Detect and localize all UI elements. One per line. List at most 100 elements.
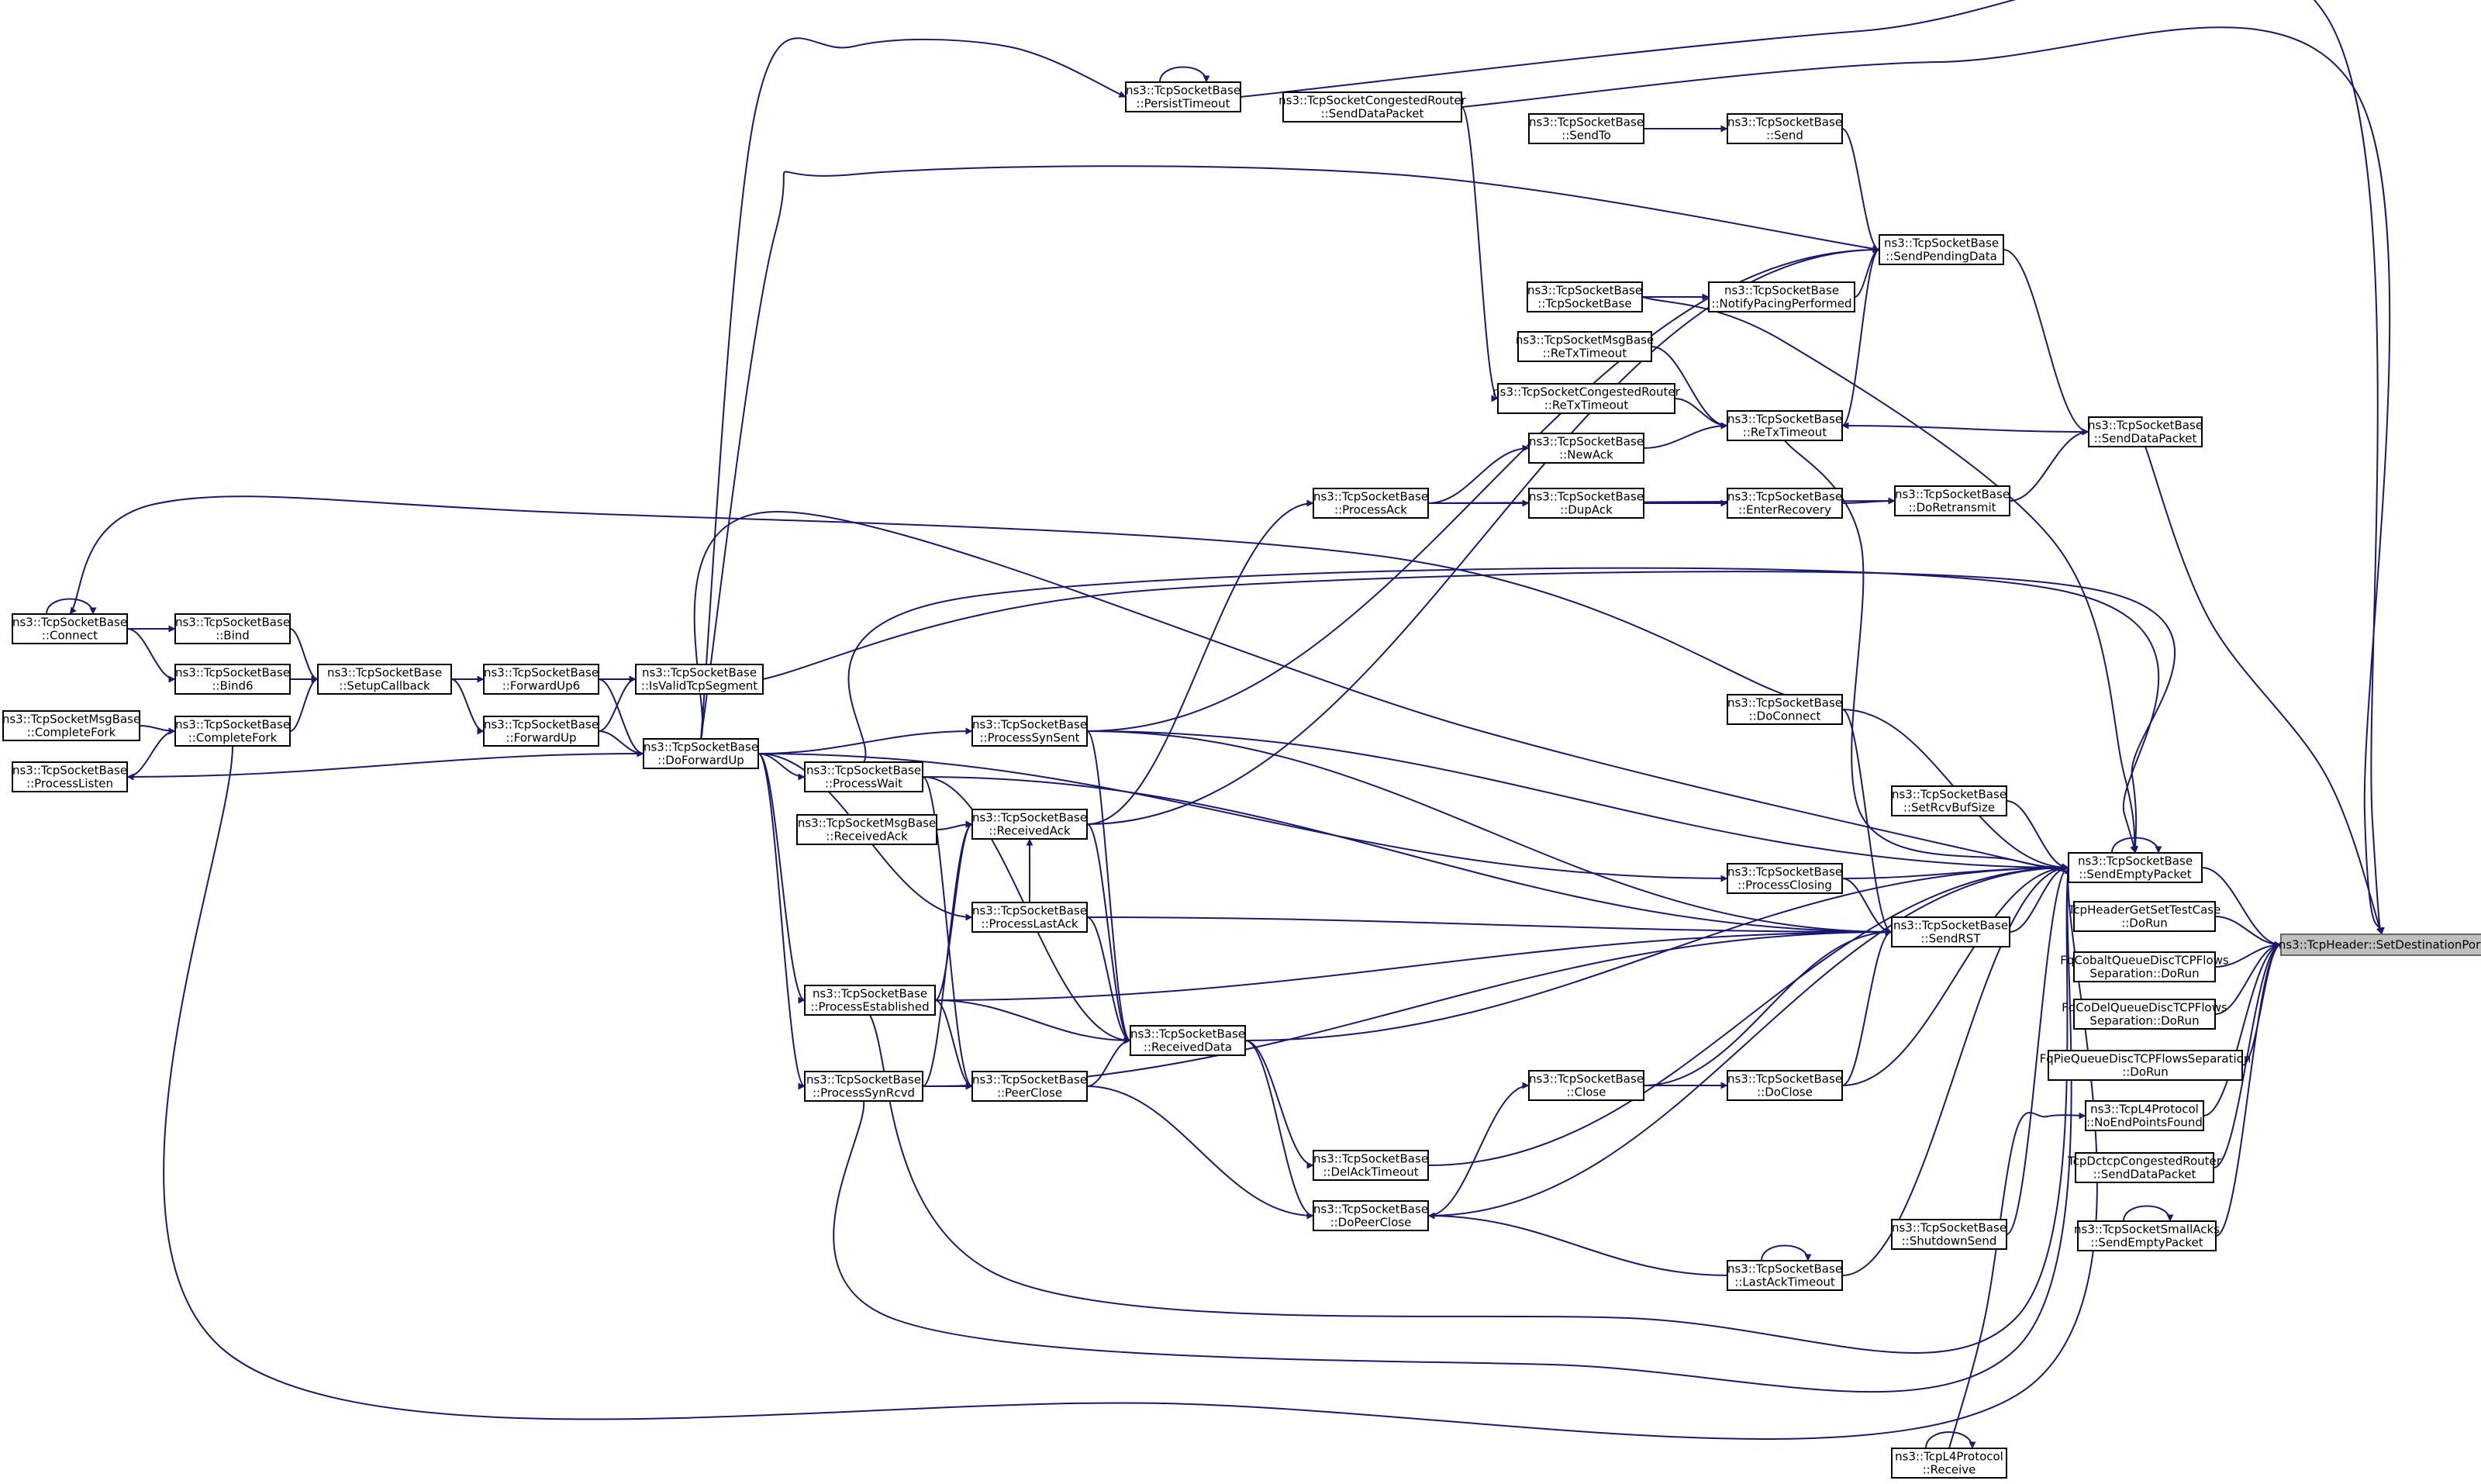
node-box-noendpoints[interactable] [2085,1100,2204,1131]
node-receivedack[interactable]: ns3::TcpSocketBase::ReceivedAck [971,809,1088,840]
node-sendpendingdata[interactable]: ns3::TcpSocketBase::SendPendingData [1879,234,2004,265]
node-box-delacktimeout[interactable] [1313,1150,1429,1181]
node-processsynrcvd[interactable]: ns3::TcpSocketBase::ProcessSynRcvd [804,1071,923,1102]
node-box-isvalidtcpsegment[interactable] [635,664,764,695]
node-peerclose[interactable]: ns3::TcpSocketBase::PeerClose [971,1071,1088,1102]
node-processclosing[interactable]: ns3::TcpSocketBase::ProcessClosing [1727,863,1843,894]
node-box-lastacktimeout[interactable] [1727,1260,1843,1291]
node-box-congested_retx[interactable] [1497,383,1675,414]
node-box-processsynrcvd[interactable] [804,1071,923,1102]
node-box-send[interactable] [1727,113,1843,144]
node-box-enterrecovery[interactable] [1727,488,1843,519]
node-box-shutdownsend[interactable] [1891,1219,2007,1250]
node-box-doconnect[interactable] [1727,694,1843,725]
node-receiveddata[interactable]: ns3::TcpSocketBase::ReceivedData [1130,1025,1246,1056]
node-box-persisttimeout[interactable] [1125,81,1241,112]
node-box-fqpie_dorun[interactable] [2048,1050,2243,1081]
node-box-processack[interactable] [1313,488,1429,519]
node-delacktimeout[interactable]: ns3::TcpSocketBase::DelAckTimeout [1313,1150,1429,1181]
node-box-receiveddata[interactable] [1130,1025,1246,1056]
node-sendemptypacket[interactable]: ns3::TcpSocketBase::SendEmptyPacket [2068,852,2203,883]
node-msg_completefork[interactable]: ns3::TcpSocketMsgBase::CompleteFork [2,710,140,741]
node-box-close[interactable] [1528,1070,1644,1101]
node-newack[interactable]: ns3::TcpSocketBase::NewAck [1528,433,1644,464]
node-box-msg_receivedack[interactable] [796,814,937,845]
node-dopeerclose[interactable]: ns3::TcpSocketBase::DoPeerClose [1313,1200,1429,1231]
node-notifypacing[interactable]: ns3::TcpSocketBase::NotifyPacingPerforme… [1708,281,1855,312]
node-box-doclose[interactable] [1727,1070,1843,1101]
node-msg_receivedack[interactable]: ns3::TcpSocketMsgBase::ReceivedAck [796,814,937,845]
node-fqcodel_dorun[interactable]: FqCoDelQueueDiscTCPFlowsSeparation::DoRu… [2062,999,2227,1030]
node-dctcp_senddata[interactable]: TcpDctcpCongestedRouter::SendDataPacket [2067,1152,2222,1183]
node-box-l4_receive[interactable] [1891,1448,2007,1479]
node-box-bind6[interactable] [174,664,291,695]
node-forwardup[interactable]: ns3::TcpSocketBase::ForwardUp [483,716,599,747]
node-processlisten[interactable]: ns3::TcpSocketBase::ProcessListen [12,761,128,792]
node-retxtimeout[interactable]: ns3::TcpSocketBase::ReTxTimeout [1727,410,1843,441]
node-box-completefork[interactable] [174,716,291,747]
node-box-notifypacing[interactable] [1708,281,1855,312]
node-noendpoints[interactable]: ns3::TcpL4Protocol::NoEndPointsFound [2085,1100,2204,1131]
node-box-receivedack[interactable] [971,809,1088,840]
node-smallacks_sendempty[interactable]: ns3::TcpSocketSmallAcks::SendEmptyPacket [2074,1220,2220,1251]
node-enterrecovery[interactable]: ns3::TcpSocketBase::EnterRecovery [1727,488,1843,519]
node-box-processclosing[interactable] [1727,863,1843,894]
node-setdestport[interactable]: ns3::TcpHeader::SetDestinationPort [2279,934,2481,956]
node-box-dctcp_senddata[interactable] [2075,1152,2214,1183]
node-bind[interactable]: ns3::TcpSocketBase::Bind [174,613,291,644]
node-processestablished[interactable]: ns3::TcpSocketBase::ProcessEstablished [804,985,936,1016]
node-box-msg_retx[interactable] [1517,331,1652,362]
node-box-setupcallback[interactable] [317,664,452,695]
node-box-tcpsocketbase_ctor[interactable] [1527,281,1643,312]
node-box-newack[interactable] [1528,433,1644,464]
node-setrcvbufsize[interactable]: ns3::TcpSocketBase::SetRcvBufSize [1891,785,2007,816]
node-dupack[interactable]: ns3::TcpSocketBase::DupAck [1528,488,1644,519]
node-lastacktimeout[interactable]: ns3::TcpSocketBase::LastAckTimeout [1727,1260,1843,1291]
node-congested_senddata[interactable]: ns3::TcpSocketCongestedRouter::SendDataP… [1278,91,1467,123]
node-box-sendemptypacket[interactable] [2068,852,2203,883]
node-processlastack[interactable]: ns3::TcpSocketBase::ProcessLastAck [971,902,1088,933]
node-box-smallacks_sendempty[interactable] [2077,1220,2217,1251]
node-isvalidtcpsegment[interactable]: ns3::TcpSocketBase::IsValidTcpSegment [635,664,764,695]
node-box-retxtimeout[interactable] [1727,410,1843,441]
node-processsynsent[interactable]: ns3::TcpSocketBase::ProcessSynSent [971,716,1088,747]
node-box-processlastack[interactable] [971,902,1088,933]
node-box-sendpendingdata[interactable] [1879,234,2004,265]
node-box-setrcvbufsize[interactable] [1891,785,2007,816]
node-box-forwardup6[interactable] [483,664,599,695]
node-senddatapacket[interactable]: ns3::TcpSocketBase::SendDataPacket [2088,416,2203,447]
node-box-processestablished[interactable] [804,985,936,1016]
node-msg_retx[interactable]: ns3::TcpSocketMsgBase::ReTxTimeout [1516,331,1654,362]
node-box-forwardup[interactable] [483,716,599,747]
node-send[interactable]: ns3::TcpSocketBase::Send [1727,113,1843,144]
node-setupcallback[interactable]: ns3::TcpSocketBase::SetupCallback [317,664,452,695]
node-congested_retx[interactable]: ns3::TcpSocketCongestedRouter::ReTxTimeo… [1492,383,1681,414]
node-box-bind[interactable] [174,613,291,644]
node-sendrst[interactable]: ns3::TcpSocketBase::SendRST [1891,916,2010,947]
node-box-dupack[interactable] [1528,488,1644,519]
node-doconnect[interactable]: ns3::TcpSocketBase::DoConnect [1727,694,1843,725]
node-box-processwait[interactable] [804,761,923,792]
node-box-senddatapacket[interactable] [2088,416,2203,447]
node-box-peerclose[interactable] [971,1071,1088,1102]
node-doretransmit[interactable]: ns3::TcpSocketBase::DoRetransmit [1894,485,2010,516]
node-tcpsocketbase_ctor[interactable]: ns3::TcpSocketBase::TcpSocketBase [1527,281,1643,312]
node-doclose[interactable]: ns3::TcpSocketBase::DoClose [1727,1070,1843,1101]
node-box-processsynsent[interactable] [971,716,1088,747]
node-box-doretransmit[interactable] [1894,485,2010,516]
node-box-processlisten[interactable] [12,761,128,792]
node-bind6[interactable]: ns3::TcpSocketBase::Bind6 [174,664,291,695]
node-l4_receive[interactable]: ns3::TcpL4Protocol::Receive [1891,1448,2007,1479]
node-box-getset_dorun[interactable] [2073,901,2216,932]
node-doforwardup[interactable]: ns3::TcpSocketBase::DoForwardUp [643,738,759,769]
node-box-fqcobalt_dorun[interactable] [2073,951,2216,982]
node-box-congested_senddata[interactable] [1282,91,1462,123]
node-processwait[interactable]: ns3::TcpSocketBase::ProcessWait [804,761,923,792]
node-box-fqcodel_dorun[interactable] [2073,999,2216,1030]
node-shutdownsend[interactable]: ns3::TcpSocketBase::ShutdownSend [1891,1219,2007,1250]
node-connect[interactable]: ns3::TcpSocketBase::Connect [12,613,128,644]
node-box-msg_completefork[interactable] [2,710,140,741]
node-persisttimeout[interactable]: ns3::TcpSocketBase::PersistTimeout [1125,81,1241,112]
node-box-doforwardup[interactable] [643,738,759,769]
node-box-setdestport[interactable] [2280,934,2481,956]
